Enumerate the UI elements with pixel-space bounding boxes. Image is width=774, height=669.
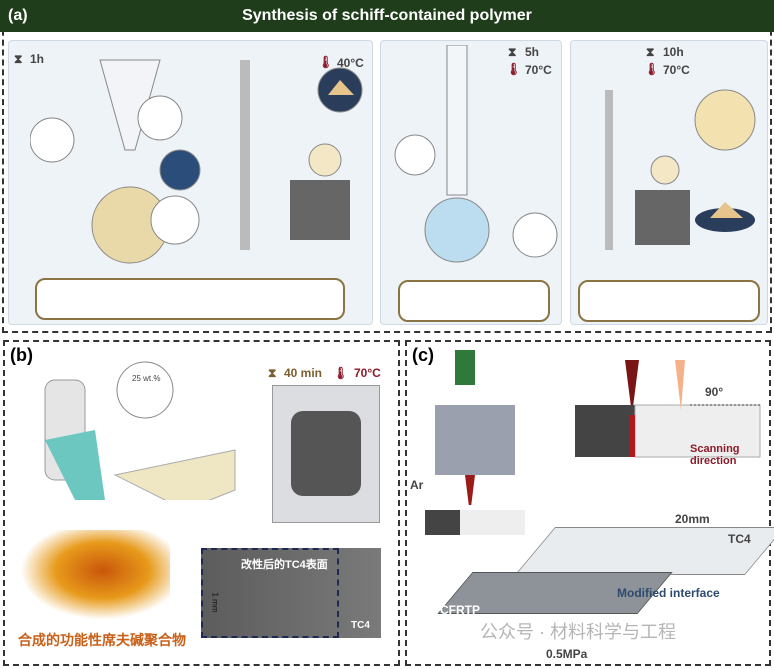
step4-molecules-box xyxy=(578,280,760,322)
step4-temp: 70°C xyxy=(663,63,690,77)
step2-temp: 40°C xyxy=(337,56,364,70)
reactant-molecules-box xyxy=(35,278,345,320)
separatory-funnel-flask-illustration xyxy=(30,59,201,264)
polymer-flakes-image xyxy=(20,530,170,620)
spray-gun-illustration xyxy=(44,361,236,500)
rotary-evaporator-illustration-2 xyxy=(605,89,756,250)
panel-c-label: (c) xyxy=(412,345,434,365)
angle-label: 90° xyxy=(705,385,724,399)
thermometer-icon: 🌡 xyxy=(506,62,522,76)
watermark: 公众号 · 材料科学与工程 xyxy=(480,622,676,642)
scale-bar: 1 mm xyxy=(210,592,220,613)
width-label: 20mm xyxy=(675,512,710,526)
hourglass-icon: ⧗ xyxy=(14,52,23,66)
panel-c xyxy=(405,340,771,666)
concentration-label: 25 wt.% xyxy=(132,374,161,383)
step3-molecules-box xyxy=(398,280,550,322)
panel-b-label: (b) xyxy=(10,345,33,365)
cfrtp-label: CFRTP xyxy=(440,603,480,617)
hourglass-icon: ⧗ xyxy=(268,366,277,380)
condenser-flask-illustration xyxy=(394,45,558,263)
rotary-evaporator-illustration xyxy=(240,60,363,250)
drying-time: 40 min xyxy=(284,366,323,380)
step-3-box xyxy=(380,40,562,325)
strip-illustration xyxy=(425,510,525,535)
modified-interface-label: Modified interface xyxy=(617,586,720,600)
tc4-surface-micrograph: 改性后的TC4表面 1 mm TC4 xyxy=(201,548,381,638)
panel-b xyxy=(3,340,400,666)
step3-temp: 70°C xyxy=(525,63,552,77)
modified-surface-label: 改性后的TC4表面 xyxy=(241,559,328,571)
laser-head-illustration xyxy=(435,350,515,505)
panel-a-label: (a) xyxy=(8,7,28,24)
hourglass-icon: ⧗ xyxy=(508,45,517,59)
step4-time: 10h xyxy=(663,45,684,59)
panel-a-header: (a) Synthesis of schiff-contained polyme… xyxy=(0,0,774,32)
vacuum-oven-illustration xyxy=(272,385,380,523)
argon-label: Ar xyxy=(410,478,424,492)
scanning-schematic xyxy=(575,360,761,458)
tc4-label: TC4 xyxy=(351,620,370,631)
panel-a-title: Synthesis of schiff-contained polymer xyxy=(242,7,532,24)
polymer-caption: 合成的功能性席夫碱聚合物 xyxy=(18,632,186,648)
tc4-plate-label: TC4 xyxy=(728,532,751,546)
thermometer-icon: 🌡 xyxy=(333,366,349,380)
pressure-label: 0.5MPa xyxy=(546,647,588,661)
scanning-direction-label: Scanning direction xyxy=(690,443,740,467)
thermometer-icon: 🌡 xyxy=(644,62,660,76)
hourglass-icon: ⧗ xyxy=(646,45,655,59)
drying-temp: 70°C xyxy=(354,366,381,380)
thermometer-icon: 🌡 xyxy=(318,55,334,69)
step3-time: 5h xyxy=(525,45,540,59)
step1-time: 1h xyxy=(30,52,45,66)
